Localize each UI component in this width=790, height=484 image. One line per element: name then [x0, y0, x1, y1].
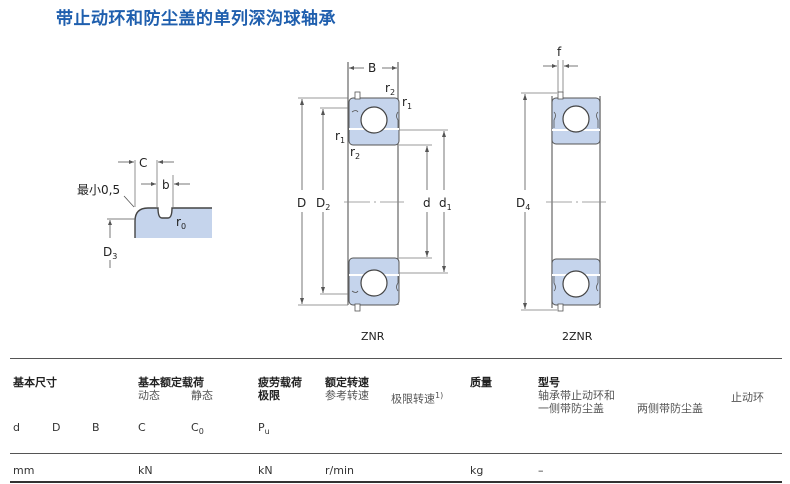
header-load-ratings: 基本额定载荷	[138, 376, 204, 389]
unit-kg: kg	[470, 464, 484, 477]
groove-profile-fill	[135, 208, 212, 238]
symbol-C0: C0	[191, 421, 204, 437]
table-top-rule	[10, 358, 782, 359]
header-snap-ring: 止动环	[731, 391, 764, 404]
label-f: f	[557, 45, 562, 59]
label-r2-inner: r2	[350, 145, 360, 161]
label-r1-top: r1	[402, 95, 412, 111]
header-desig-one-side-a: 轴承带止动环和	[538, 389, 615, 402]
label-D: D	[297, 196, 306, 210]
znr-caption: ZNR	[361, 330, 385, 343]
label-b: b	[162, 178, 170, 192]
header-dynamic: 动态	[138, 389, 160, 402]
groove-detail-drawing: C b 最小0,5 r0 D3	[77, 156, 212, 268]
symbol-Pu: Pu	[258, 421, 270, 437]
label-d1: d1	[439, 196, 452, 212]
page-title: 带止动环和防尘盖的单列深沟球轴承	[56, 9, 336, 29]
unit-kN-fatigue: kN	[258, 464, 273, 477]
header-static: 静态	[191, 389, 213, 402]
label-r0: r0	[176, 215, 186, 231]
header-fatigue-limit: 极限	[258, 389, 280, 402]
2znr-bearing-drawing: f D4	[516, 45, 606, 312]
symbol-D: D	[52, 421, 61, 434]
groove-profile-edge	[134, 207, 212, 238]
label-B: B	[368, 61, 376, 75]
label-D3: D3	[103, 245, 117, 261]
label-min-0-5: 最小0,5	[77, 183, 120, 197]
znr-bearing-drawing: B r2 r1 r1 r2 D D2 d d1	[297, 61, 452, 312]
header-fatigue-load: 疲劳载荷	[258, 376, 302, 389]
unit-kN-load: kN	[138, 464, 153, 477]
2znr-caption: 2ZNR	[562, 330, 593, 343]
label-r2-top: r2	[385, 81, 395, 97]
unit-mm: mm	[13, 464, 35, 477]
table-header-rule	[10, 453, 782, 454]
header-desig-one-side-b: 一侧带防尘盖	[538, 402, 604, 415]
label-d: d	[423, 196, 431, 210]
symbol-C: C	[138, 421, 146, 434]
header-designation: 型号	[538, 376, 560, 389]
header-desig-two-sides: 两侧带防尘盖	[637, 402, 703, 415]
unit-designation-dash: –	[538, 464, 544, 477]
label-D4: D4	[516, 196, 530, 212]
symbol-B: B	[92, 421, 100, 434]
header-reference-speed: 参考转速	[325, 389, 369, 402]
symbol-d: d	[13, 421, 20, 434]
table-units-rule	[10, 481, 782, 483]
unit-rpm: r/min	[325, 464, 354, 477]
header-speed-ratings: 额定转速	[325, 376, 369, 389]
label-r1-inner: r1	[335, 129, 345, 145]
header-mass: 质量	[470, 376, 492, 389]
label-C: C	[139, 156, 147, 170]
header-basic-dimensions: 基本尺寸	[13, 376, 57, 389]
header-limiting-speed: 极限转速1)	[391, 391, 444, 406]
label-D2: D2	[316, 196, 330, 212]
